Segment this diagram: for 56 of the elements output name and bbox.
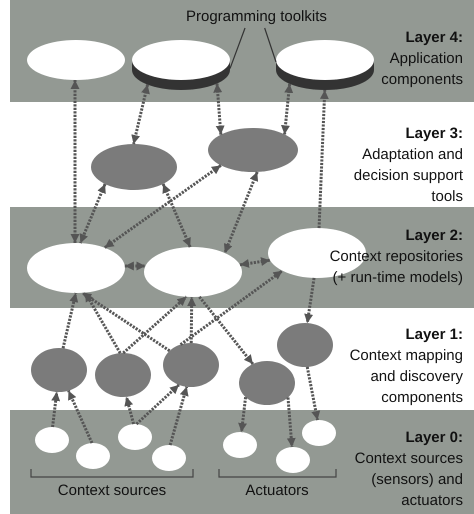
layer-heading: Layer 1:	[404, 325, 463, 345]
dotted-arrow	[180, 270, 284, 346]
dotted-arrow	[168, 386, 189, 446]
ellipse-node	[76, 443, 110, 469]
dotted-arrow	[240, 257, 270, 268]
ellipse-node	[277, 323, 333, 367]
dotted-arrow	[213, 83, 225, 135]
dotted-arrow	[238, 397, 248, 432]
ellipse-node	[239, 361, 295, 405]
ellipse-node	[152, 445, 186, 471]
ellipse-node	[118, 424, 152, 450]
dotted-arrow	[286, 397, 296, 448]
ellipse-node	[223, 432, 257, 458]
dotted-arrow	[131, 84, 150, 144]
dotted-arrow	[187, 296, 196, 344]
ellipse-node	[302, 420, 336, 446]
leader-line	[264, 28, 277, 62]
layer-description: Adaptation and decision support tools	[352, 145, 463, 207]
dotted-arrow	[162, 183, 192, 248]
dotted-arrow	[84, 292, 122, 354]
ellipse-node	[35, 427, 69, 453]
layer-band	[10, 410, 474, 514]
layer-description: Context repositories (+ run-time models)	[328, 247, 463, 288]
dotted-arrow	[304, 278, 316, 324]
layer-description: Context sources (sensors) and actuators	[354, 449, 463, 511]
dotted-arrow	[280, 84, 294, 134]
layer-heading: Layer 0:	[404, 428, 463, 448]
dotted-arrow	[223, 171, 259, 254]
layer-heading: Layer 2:	[404, 226, 463, 246]
annotation-label: Programming toolkits	[186, 6, 326, 28]
layer-description: Context mapping and discovery components	[348, 346, 463, 408]
layer-description: Application components	[380, 49, 463, 90]
dotted-arrow	[104, 164, 222, 249]
disk-node	[132, 40, 230, 90]
layer-band	[10, 207, 474, 308]
layer-heading: Layer 3:	[404, 124, 463, 144]
ellipse-node	[276, 447, 310, 473]
group-label: Actuators	[244, 481, 310, 501]
leader-line	[229, 28, 246, 69]
dotted-arrow	[79, 183, 106, 244]
group-label: Context sources	[56, 481, 168, 501]
ellipse-node	[163, 343, 219, 387]
dotted-arrow	[124, 396, 136, 424]
dotted-arrow	[67, 390, 94, 444]
disk-node	[276, 40, 374, 90]
dotted-arrow	[318, 90, 329, 228]
dotted-arrow	[70, 80, 80, 243]
dotted-arrow	[135, 384, 180, 426]
dotted-arrow	[198, 296, 254, 365]
layer-band	[10, 0, 474, 102]
dotted-arrow	[81, 292, 170, 352]
dotted-arrow	[122, 296, 188, 354]
layer-heading: Layer 4:	[404, 28, 463, 48]
dotted-arrow	[62, 292, 78, 349]
dotted-arrow	[124, 262, 146, 270]
dotted-arrow	[306, 366, 320, 420]
